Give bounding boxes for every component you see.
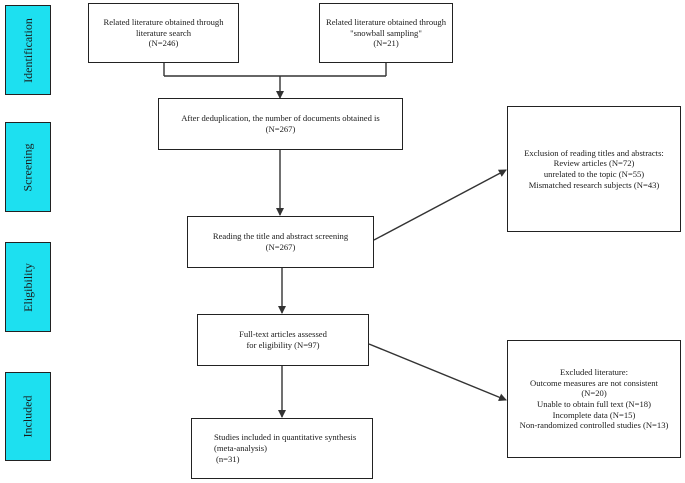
box-snowball-line-2: "snowball sampling" — [350, 27, 422, 38]
arrow-to-excluded-lit — [368, 343, 507, 402]
box-fulltext-line-2: for eligibility (N=97) — [246, 340, 320, 350]
box-fulltext-line-1: Full-text articles assessed — [239, 329, 327, 340]
box-deduplication: After deduplication, the number of docum… — [158, 98, 403, 150]
box-snowball-line-3: (N=21) — [373, 38, 399, 49]
box-excluded-lit-line-6: Non-randomized controlled studies (N=13) — [519, 420, 669, 431]
box-excluded-lit-line-4: Unable to obtain full text (N=18) — [537, 399, 651, 409]
box-literature-search-line-1: Related literature obtained through — [103, 16, 224, 27]
box-title-screening-line-1: Reading the title and abstract screening — [212, 231, 349, 242]
arrow-to-exclusion-titles — [373, 169, 507, 241]
box-literature-search-line-3: (N=246) — [148, 38, 179, 49]
box-exclusion-titles-line-1: Exclusion of reading titles and abstract… — [524, 147, 664, 158]
box-excluded-lit-line-2: Outcome measures are not consistent — [530, 377, 658, 388]
phase-included: Included — [5, 372, 51, 461]
box-excluded-literature: Excluded literature: Outcome measures ar… — [507, 340, 681, 458]
box-exclusion-titles-line-4: Mismatched research subjects (N=43) — [528, 179, 660, 190]
box-included-line-1: Studies included in quantitative synthes… — [214, 432, 357, 443]
phase-identification: Identification — [5, 5, 51, 95]
box-studies-included: Studies included in quantitative synthes… — [191, 418, 373, 479]
box-included-line-3: (n=31) — [216, 453, 240, 464]
box-snowball-line-1: Related literature obtained through — [325, 16, 447, 27]
box-fulltext-assessed: Full-text articles assessed for eligibil… — [197, 314, 369, 366]
box-exclusion-titles-line-2: Review articles (N=72) — [553, 158, 635, 169]
phase-eligibility: Eligibility — [5, 242, 51, 332]
box-excluded-lit-line-3: (N=20) — [581, 388, 607, 399]
box-dedup-line-2: (N=267) — [265, 124, 296, 134]
phase-screening: Screening — [5, 122, 51, 212]
box-excluded-lit-line-1: Excluded literature: — [559, 366, 628, 377]
box-included-line-2: (meta-analysis) — [214, 443, 267, 454]
box-excluded-lit-line-5: Incomplete data (N=15) — [552, 409, 636, 420]
box-literature-search: Related literature obtained through lite… — [88, 3, 239, 63]
box-exclusion-titles-abstracts: Exclusion of reading titles and abstract… — [507, 106, 681, 232]
box-snowball-sampling: Related literature obtained through "sno… — [319, 3, 453, 63]
box-exclusion-titles-line-3: unrelated to the topic (N=55) — [543, 169, 645, 179]
box-title-abstract-screening: Reading the title and abstract screening… — [187, 216, 374, 268]
box-dedup-line-1: After deduplication, the number of docum… — [181, 113, 380, 124]
box-title-screening-line-2: (N=267) — [265, 242, 296, 252]
box-literature-search-line-2: literature search — [135, 27, 192, 38]
